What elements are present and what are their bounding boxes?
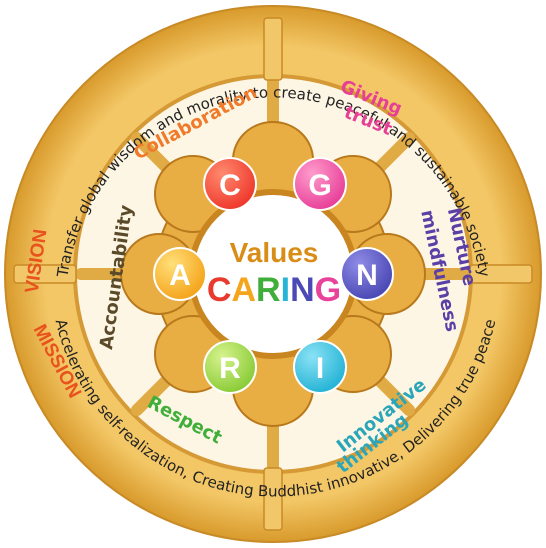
caring-letter-5: N <box>290 271 315 309</box>
caring-letter-4: I <box>281 271 290 309</box>
center-word-caring: CARING <box>207 271 341 309</box>
ball-a: A <box>153 247 207 301</box>
ball-r-letter: R <box>219 352 241 385</box>
ball-c: C <box>203 157 257 211</box>
spoke-posts <box>13 17 533 531</box>
caring-letter-1: C <box>207 271 232 309</box>
ball-a-letter: A <box>169 259 191 292</box>
ball-i-letter: I <box>316 352 324 385</box>
ball-i: I <box>293 340 347 394</box>
ball-n-letter: N <box>356 259 378 292</box>
caring-letter-2: A <box>231 271 256 309</box>
ball-r: R <box>203 340 257 394</box>
ball-c-letter: C <box>219 169 241 202</box>
ball-g-letter: G <box>308 169 331 202</box>
ball-g: G <box>293 157 347 211</box>
center-title: Values <box>230 237 319 268</box>
caring-letter-3: R <box>256 271 281 309</box>
caring-letter-6: G <box>315 271 341 309</box>
ball-n: N <box>340 247 394 301</box>
